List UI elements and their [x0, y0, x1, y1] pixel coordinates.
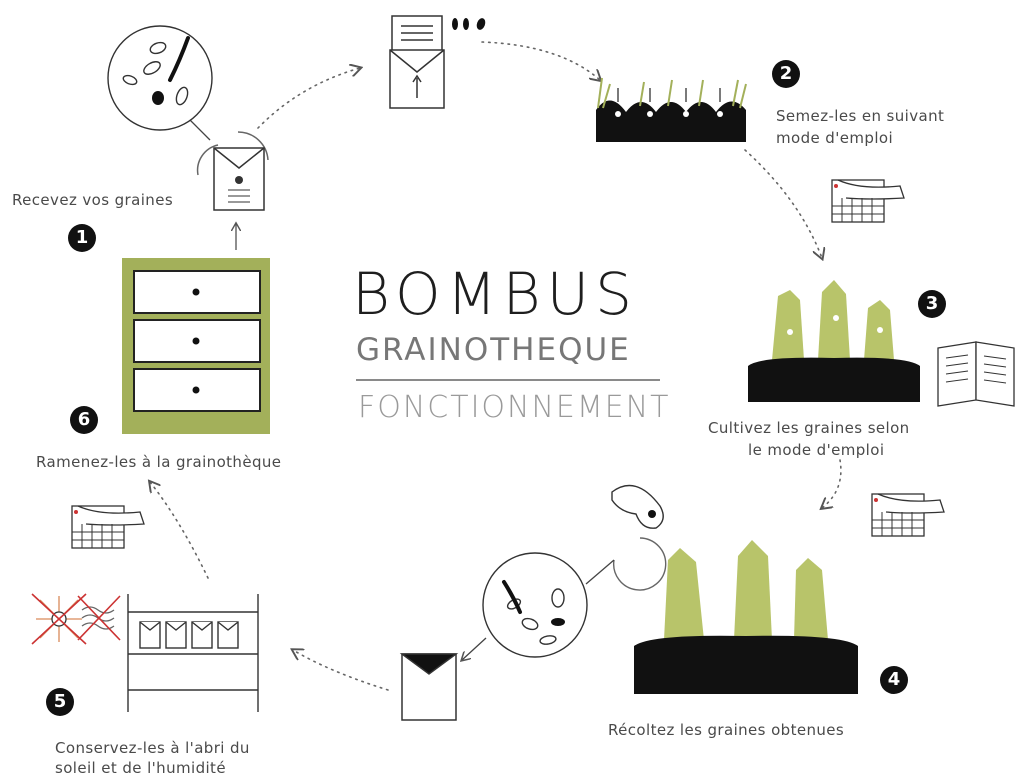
calendar-icon-right-top	[831, 179, 905, 223]
seed-library-cabinet-icon	[122, 258, 270, 434]
seeds-magnifier-icon	[107, 25, 213, 131]
step-1-label: Recevez vos graines	[12, 191, 174, 209]
step-5-label-line2: soleil et de l'humidité	[55, 759, 226, 777]
seed-packet-icon	[399, 653, 459, 721]
arrow-1-to-envelope	[257, 68, 360, 129]
subtitle: GRAINOTHEQUE	[356, 332, 631, 368]
step-5-label-line1: Conservez-les à l'abri du	[55, 739, 250, 757]
no-sun-icon	[31, 593, 87, 645]
step-badge-6: 6	[70, 406, 98, 434]
calendar-icon-right-mid	[871, 493, 945, 537]
harvested-seeds-magnifier-icon	[482, 552, 588, 658]
step-3-label-line1: Cultivez les graines selon	[708, 419, 910, 437]
step-6-label: Ramenez-les à la grainothèque	[36, 453, 282, 471]
step-3-label-line2: le mode d'emploi	[748, 441, 885, 459]
title-divider	[356, 379, 660, 381]
step-badge-2: 2	[772, 60, 800, 88]
step-2-label-line2: mode d'emploi	[776, 129, 894, 147]
booklet-icon	[937, 341, 1015, 407]
seed-dots-icon	[452, 18, 486, 30]
main-title: BOMBUS	[352, 260, 638, 328]
step-badge-3: 3	[918, 290, 946, 318]
arrow-2-to-3	[744, 149, 822, 258]
step-2-label-line1: Semez-les en suivant	[776, 107, 945, 125]
arrow-envelope-to-2	[481, 41, 600, 80]
step-4-label: Récoltez les graines obtenues	[608, 721, 845, 739]
harvest-hand-icon	[611, 484, 667, 591]
step-badge-1: 1	[68, 224, 96, 252]
storage-shelf-icon	[127, 594, 259, 712]
subtitle-secondary: FONCTIONNEMENT	[358, 390, 671, 425]
arrow-3-to-4	[822, 459, 842, 508]
growing-plants-icon	[748, 280, 920, 402]
cycle-arrows	[150, 41, 842, 691]
arrow-5-to-6	[150, 482, 209, 579]
seed-tray-icon	[596, 77, 747, 142]
seed-envelope-icon	[196, 131, 269, 211]
step-badge-5: 5	[46, 688, 74, 716]
step-badge-4: 4	[880, 666, 908, 694]
mature-plants-icon	[634, 540, 858, 694]
arrow-4-to-5	[293, 650, 389, 691]
no-humidity-icon	[77, 595, 121, 641]
calendar-icon-left	[71, 505, 145, 549]
letter-envelope-icon	[389, 15, 445, 109]
